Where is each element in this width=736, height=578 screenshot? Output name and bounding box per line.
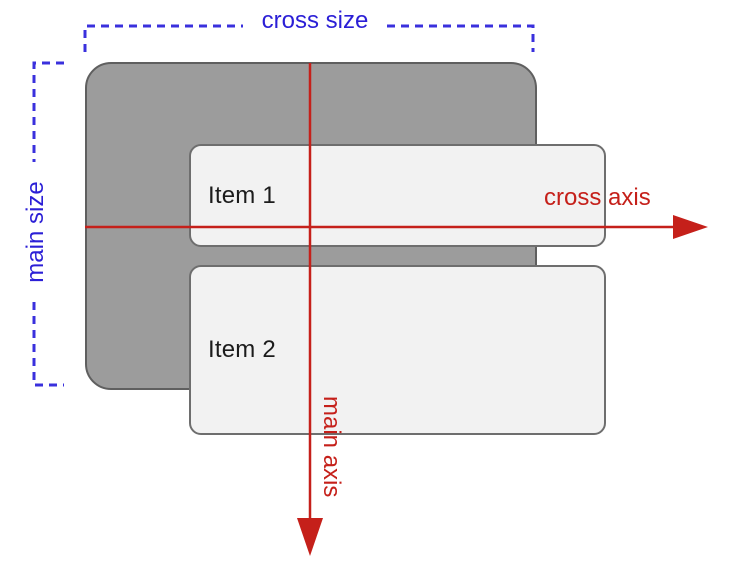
main-axis-arrowhead [297,518,323,556]
cross-size-bracket-right [387,24,535,52]
cross-size-bracket-left [83,24,243,52]
cross-size-label: cross size [261,7,369,34]
flex-item-2: Item 2 [189,265,606,435]
main-axis-label: main axis [318,396,345,498]
flex-item-1-label: Item 1 [208,181,276,209]
flex-item-2-label: Item 2 [208,336,276,363]
cross-axis-arrowhead [673,215,708,239]
flex-item-1: Item 1 [189,144,606,247]
flex-container-box: Item 1 Item 2 [85,62,606,435]
main-size-label: main size [22,181,49,283]
main-size-bracket-top [32,61,64,162]
main-size-bracket-bottom [32,302,64,387]
cross-axis-label: cross axis [544,184,651,211]
